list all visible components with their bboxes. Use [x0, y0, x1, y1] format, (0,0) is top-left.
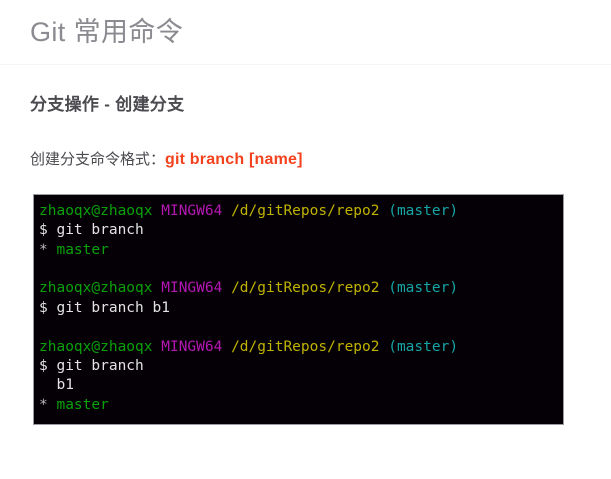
terminal-space	[222, 280, 231, 296]
terminal-prompt-user: zhaoqx@zhaoqx	[39, 280, 153, 297]
terminal-blank-line	[39, 318, 563, 337]
terminal-command-line: $ git branch	[39, 357, 563, 376]
terminal-prompt-user: zhaoqx@zhaoqx	[39, 202, 153, 219]
terminal-space	[153, 280, 162, 296]
terminal-space	[379, 280, 388, 296]
terminal-prompt-line: zhaoqx@zhaoqx MINGW64 /d/gitRepos/repo2 …	[39, 338, 563, 357]
terminal-prompt-path: /d/gitRepos/repo2	[231, 280, 380, 297]
terminal-prompt-line: zhaoqx@zhaoqx MINGW64 /d/gitRepos/repo2 …	[39, 202, 563, 221]
terminal-output-line: * master	[39, 241, 563, 260]
terminal-prompt-env: MINGW64	[161, 280, 223, 297]
terminal-prompt-user: zhaoqx@zhaoqx	[39, 338, 153, 355]
terminal-command-text: $ git branch b1	[39, 299, 170, 316]
terminal-branch-name: master	[47, 241, 109, 258]
command-format-line: 创建分支命令格式：git branch [name]	[30, 148, 581, 172]
terminal-space	[153, 203, 162, 219]
terminal-command-text: $ git branch	[39, 222, 144, 239]
terminal-output-line: b1	[39, 376, 563, 395]
terminal-space	[379, 203, 388, 219]
terminal-prompt-path: /d/gitRepos/repo2	[231, 202, 380, 219]
terminal-prompt-env: MINGW64	[161, 338, 223, 355]
terminal-branch-marker	[39, 377, 48, 393]
terminal-command-line: $ git branch b1	[39, 299, 563, 318]
terminal-blank-line	[39, 260, 563, 279]
terminal-prompt-path: /d/gitRepos/repo2	[231, 338, 380, 355]
terminal-prompt-branch: (master)	[388, 338, 459, 355]
terminal-space	[153, 339, 162, 355]
command-format-value: git branch [name]	[165, 150, 303, 168]
page-title: Git 常用命令	[30, 16, 184, 47]
command-format-label: 创建分支命令格式：	[30, 150, 166, 168]
terminal-command-text: $ git branch	[39, 358, 144, 375]
terminal-branch-marker: *	[39, 241, 48, 258]
page-header: Git 常用命令	[0, 0, 611, 65]
terminal-output-block: zhaoqx@zhaoqx MINGW64 /d/gitRepos/repo2 …	[33, 193, 564, 425]
terminal-branch-name: master	[47, 396, 109, 413]
terminal-prompt-env: MINGW64	[161, 202, 223, 219]
terminal-command-line: $ git branch	[39, 221, 563, 240]
terminal-space	[379, 339, 388, 355]
section-heading: 分支操作 - 创建分支	[30, 95, 185, 114]
terminal-prompt-line: zhaoqx@zhaoqx MINGW64 /d/gitRepos/repo2 …	[39, 279, 563, 298]
terminal-space	[222, 339, 231, 355]
terminal-branch-marker: *	[39, 396, 48, 413]
terminal-branch-name: b1	[47, 377, 74, 394]
terminal-prompt-branch: (master)	[388, 280, 459, 297]
main-content: 分支操作 - 创建分支 创建分支命令格式：git branch [name] z…	[0, 93, 611, 425]
terminal-prompt-branch: (master)	[388, 202, 459, 219]
terminal-space	[222, 203, 231, 219]
terminal-output-line: * master	[39, 396, 563, 415]
